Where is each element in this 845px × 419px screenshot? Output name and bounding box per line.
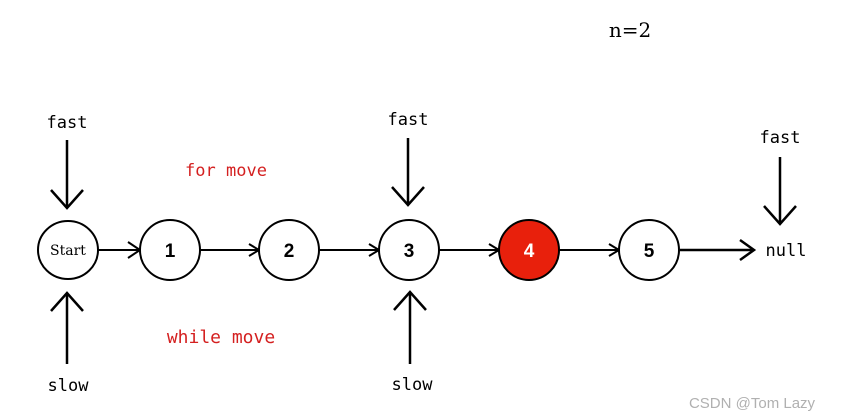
- fast-label-null: fast: [760, 128, 801, 148]
- node-3: 3: [378, 219, 440, 281]
- node-start: Start: [37, 220, 99, 280]
- arrowhead-5-to-null: [739, 238, 757, 262]
- down-arrow-icon: [391, 138, 425, 207]
- node-3-label: 3: [404, 241, 415, 262]
- fast-pointer-at-null: fast: [760, 128, 801, 226]
- slow-label-node-3: slow: [392, 375, 434, 395]
- up-arrow-icon: [50, 291, 84, 364]
- node-5: 5: [618, 219, 680, 281]
- n-label: n=2: [609, 18, 651, 42]
- fast-label-start: fast: [47, 113, 88, 133]
- while-move-label: while move: [167, 327, 275, 348]
- down-arrow-icon: [50, 140, 84, 210]
- slow-pointer-at-start: slow: [48, 291, 90, 396]
- node-2: 2: [258, 219, 320, 281]
- up-arrow-icon: [393, 290, 427, 364]
- down-arrow-icon: [763, 157, 797, 226]
- slow-label-start: slow: [48, 376, 90, 396]
- fast-pointer-at-3: fast: [388, 110, 429, 207]
- for-move-label: for move: [185, 161, 267, 181]
- node-4-label: 4: [524, 241, 535, 262]
- slow-pointer-at-3: slow: [392, 290, 434, 395]
- node-1: 1: [139, 219, 201, 281]
- node-4-highlighted: 4: [498, 219, 560, 281]
- watermark: CSDN @Tom Lazy: [689, 395, 816, 412]
- fast-pointer-at-start: fast: [47, 113, 88, 210]
- node-1-label: 1: [165, 241, 176, 262]
- node-5-label: 5: [644, 241, 655, 262]
- node-2-label: 2: [284, 241, 295, 262]
- null-label: null: [766, 241, 807, 261]
- node-start-label: Start: [50, 243, 86, 259]
- fast-label-node-3: fast: [388, 110, 429, 130]
